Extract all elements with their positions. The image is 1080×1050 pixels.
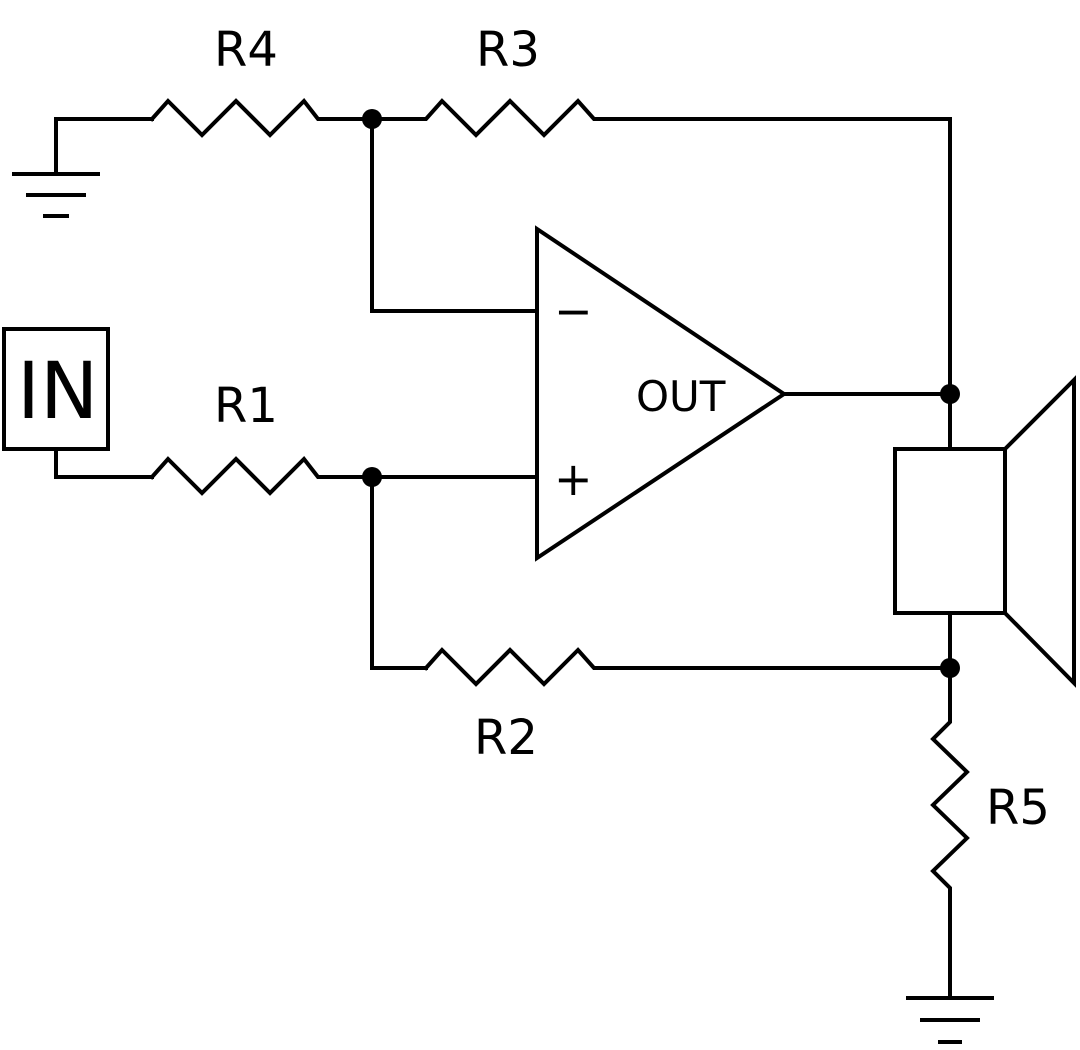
label-r1: R1: [214, 378, 278, 434]
opamp-output-label: OUT: [636, 372, 726, 421]
opamp-triangle: [535, 225, 788, 562]
wire-inverting-input: [370, 117, 539, 313]
junction-noninverting-node: [362, 467, 382, 487]
resistor-r1: [149, 455, 539, 496]
label-r4: R4: [214, 22, 278, 78]
label-r2: R2: [474, 710, 538, 766]
wire-noninverting-to-r2: [370, 475, 428, 670]
wire-input: [54, 447, 154, 479]
junction-r2-r5-node: [940, 658, 960, 678]
ground-symbol-bottom: [906, 996, 994, 1044]
junction-inverting-node: [362, 109, 382, 129]
speaker-symbol: [893, 375, 1076, 688]
input-terminal-label: IN: [17, 347, 98, 437]
opamp-minus-sign: −: [554, 284, 593, 338]
resistor-r5: [930, 666, 970, 1000]
label-r3: R3: [476, 22, 540, 78]
label-r5: R5: [986, 780, 1050, 836]
opamp-plus-sign: +: [554, 452, 593, 506]
resistor-r2: [423, 647, 952, 687]
resistor-r4: [149, 97, 374, 138]
junction-output-node: [940, 384, 960, 404]
resistor-r3: [370, 98, 952, 138]
ground-symbol-top: [12, 117, 154, 218]
